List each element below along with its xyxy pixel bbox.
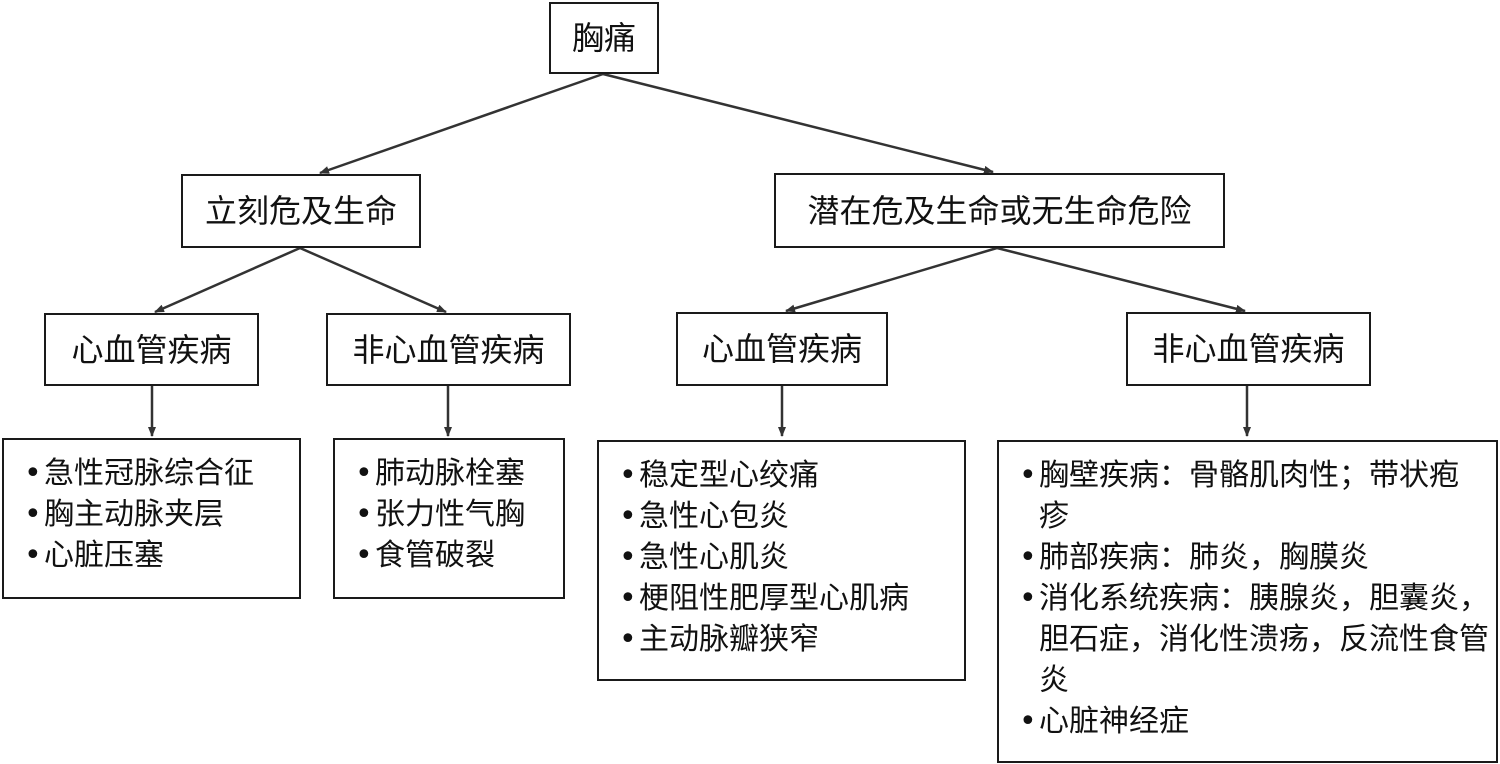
potential-cardiovascular-list: •稳定型心绞痛 •急性心包炎 •急性心肌炎 •梗阻性肥厚型心肌病 •主动脉瓣狭窄 bbox=[597, 440, 966, 681]
list-item: •消化系统疾病：胰腺炎，胆囊炎，胆石症，消化性溃疡，反流性食管炎 bbox=[1019, 578, 1491, 701]
list-item: •胸壁疾病：骨骼肌肉性；带状疱疹 bbox=[1019, 455, 1461, 537]
bullet-icon: • bbox=[24, 456, 42, 491]
immediate-noncardiovascular-node: 非心血管疾病 bbox=[326, 313, 571, 386]
arrow-root-to-immediate bbox=[319, 72, 604, 175]
list-item-text: 张力性气胸 bbox=[375, 497, 525, 532]
bullet-icon: • bbox=[619, 540, 637, 575]
bullet-icon: • bbox=[619, 581, 637, 616]
bullet-icon: • bbox=[24, 538, 42, 573]
list-item-text: 急性心肌炎 bbox=[639, 540, 789, 575]
list-item: •张力性气胸 bbox=[355, 494, 553, 535]
bullet-icon: • bbox=[619, 458, 637, 493]
list-item: •肺部疾病：肺炎，胸膜炎 bbox=[1019, 537, 1461, 578]
list-item-text: 肺部疾病：肺炎，胸膜炎 bbox=[1039, 540, 1369, 575]
arrow-immediate-to-noncardio bbox=[299, 246, 447, 314]
list-item: •肺动脉栓塞 bbox=[355, 453, 553, 494]
list-item: •胸主动脉夹层 bbox=[24, 494, 289, 535]
bullet-icon: • bbox=[619, 499, 637, 534]
root-node: 胸痛 bbox=[549, 2, 659, 74]
list-item-text: 胸主动脉夹层 bbox=[44, 497, 224, 532]
list-item: •主动脉瓣狭窄 bbox=[619, 619, 954, 660]
list-item: •急性心肌炎 bbox=[619, 537, 954, 578]
immediate-cardiovascular-label: 心血管疾病 bbox=[71, 330, 232, 369]
potential-cardiovascular-label: 心血管疾病 bbox=[701, 330, 862, 368]
list-item-text: 主动脉瓣狭窄 bbox=[639, 622, 819, 657]
root-label: 胸痛 bbox=[571, 19, 636, 57]
list-item-text: 急性冠脉综合征 bbox=[44, 456, 254, 491]
bullet-icon: • bbox=[24, 497, 42, 532]
potential-cardiovascular-node: 心血管疾病 bbox=[676, 312, 888, 386]
potential-threat-node: 潜在危及生命或无生命危险 bbox=[774, 173, 1225, 248]
bullet-icon: • bbox=[355, 456, 373, 491]
immediate-threat-node: 立刻危及生命 bbox=[181, 174, 421, 248]
list-item-text: 急性心包炎 bbox=[639, 499, 789, 534]
immediate-noncardiovascular-label: 非心血管疾病 bbox=[352, 330, 545, 369]
list-item: •急性心包炎 bbox=[619, 496, 954, 537]
list-item: •食管破裂 bbox=[355, 535, 553, 576]
bullet-icon: • bbox=[619, 622, 637, 657]
bullet-icon: • bbox=[1019, 581, 1037, 616]
potential-threat-label: 潜在危及生命或无生命危险 bbox=[807, 191, 1192, 230]
list-item-text: 消化系统疾病：胰腺炎，胆囊炎，胆石症，消化性溃疡，反流性食管炎 bbox=[1039, 581, 1489, 698]
list-item: •急性冠脉综合征 bbox=[24, 453, 289, 494]
bullet-icon: • bbox=[355, 497, 373, 532]
list-item: •心脏神经症 bbox=[1019, 701, 1461, 742]
potential-noncardiovascular-node: 非心血管疾病 bbox=[1126, 312, 1371, 386]
potential-noncardiovascular-label: 非心血管疾病 bbox=[1152, 330, 1345, 368]
bullet-icon: • bbox=[1019, 540, 1037, 575]
list-item-text: 胸壁疾病：骨骼肌肉性；带状疱疹 bbox=[1039, 458, 1459, 534]
bullet-icon: • bbox=[1019, 704, 1037, 739]
immediate-threat-label: 立刻危及生命 bbox=[204, 192, 397, 230]
arrow-root-to-potential bbox=[602, 72, 994, 174]
list-item-text: 食管破裂 bbox=[375, 538, 495, 573]
list-item: •梗阻性肥厚型心肌病 bbox=[619, 578, 954, 619]
bullet-icon: • bbox=[1019, 458, 1037, 493]
list-item: •心脏压塞 bbox=[24, 535, 289, 576]
list-item-text: 梗阻性肥厚型心肌病 bbox=[639, 581, 909, 616]
immediate-noncardiovascular-list: •肺动脉栓塞 •张力性气胸 •食管破裂 bbox=[333, 438, 565, 599]
list-item-text: 心脏压塞 bbox=[44, 538, 164, 573]
immediate-cardiovascular-list: •急性冠脉综合征 •胸主动脉夹层 •心脏压塞 bbox=[2, 438, 301, 599]
immediate-cardiovascular-node: 心血管疾病 bbox=[44, 313, 259, 386]
arrow-immediate-to-cardio bbox=[154, 246, 301, 314]
bullet-icon: • bbox=[355, 538, 373, 573]
list-item-text: 肺动脉栓塞 bbox=[375, 456, 525, 491]
list-item: •稳定型心绞痛 bbox=[619, 455, 954, 496]
arrow-potential-to-noncardio bbox=[996, 246, 1246, 313]
potential-noncardiovascular-list: •胸壁疾病：骨骼肌肉性；带状疱疹 •肺部疾病：肺炎，胸膜炎 •消化系统疾病：胰腺… bbox=[997, 440, 1498, 763]
list-item-text: 心脏神经症 bbox=[1039, 704, 1189, 739]
list-item-text: 稳定型心绞痛 bbox=[639, 458, 819, 493]
arrow-potential-to-cardio bbox=[785, 246, 998, 313]
